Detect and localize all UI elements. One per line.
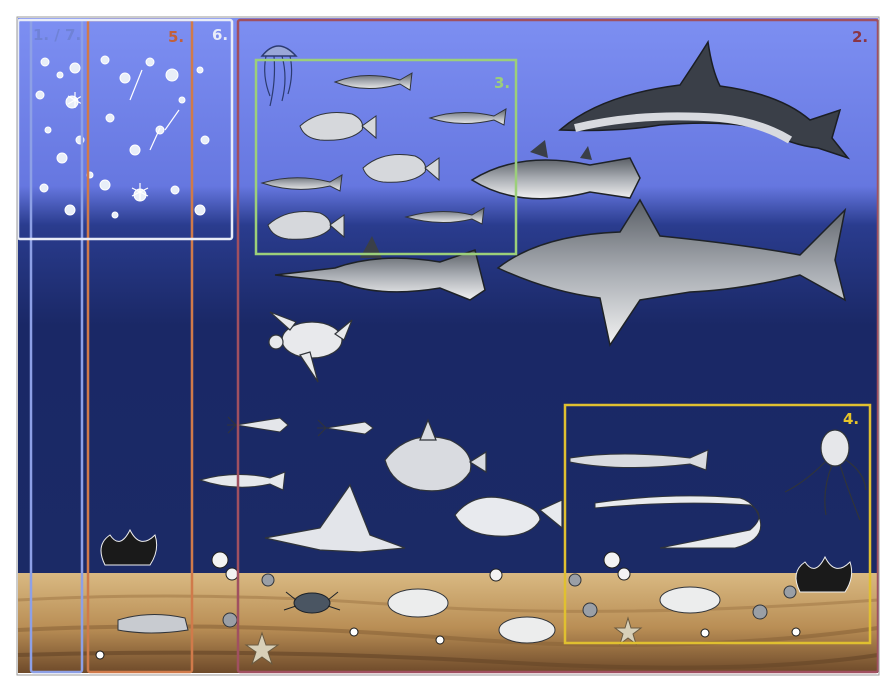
label-box-5: 5.	[168, 28, 184, 46]
label-box-1-7: 1. / 7.	[33, 26, 81, 44]
label-box-3: 3.	[494, 74, 510, 92]
label-box-6: 6.	[212, 26, 228, 44]
lobster	[118, 614, 188, 633]
label-box-2: 2.	[852, 28, 868, 46]
label-box-4: 4.	[843, 410, 859, 428]
